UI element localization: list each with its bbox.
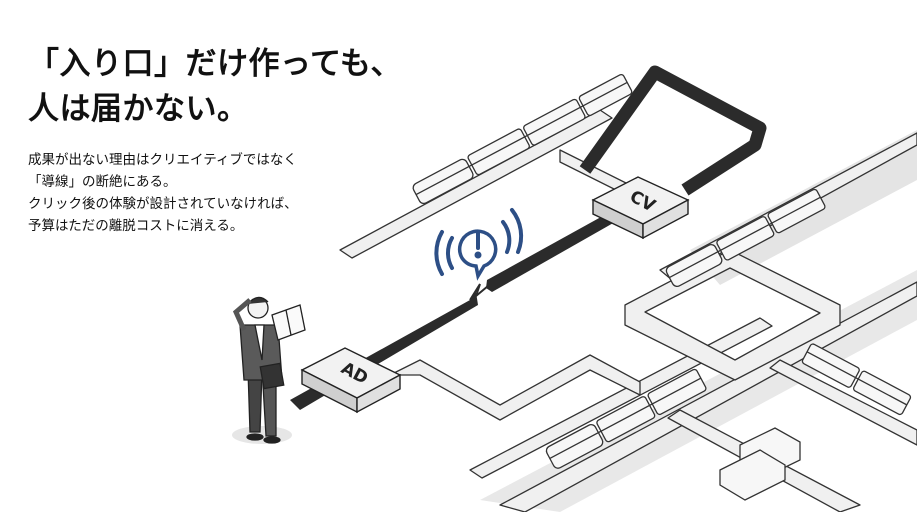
body-line-3: クリック後の体験が設計されていなければ、 bbox=[28, 196, 298, 212]
body-text: 成果が出ない理由はクリエイティブではなく 「導線」の断絶にある。 クリック後の体… bbox=[28, 149, 298, 237]
blocks bbox=[719, 427, 801, 501]
ad-station: AD bbox=[300, 347, 402, 414]
headline-line-1: 「入り口」だけ作っても、 bbox=[28, 46, 402, 82]
right-diagonal-track bbox=[769, 359, 917, 446]
train-upper bbox=[412, 73, 633, 205]
alert-exclamation-icon bbox=[434, 208, 524, 281]
dark-rail-segment-cv bbox=[486, 212, 615, 292]
briefcase bbox=[259, 362, 285, 390]
rail-break bbox=[469, 283, 489, 301]
train-bottom bbox=[545, 368, 707, 469]
bottom-track bbox=[499, 281, 917, 512]
body-line-1: 成果が出ない理由はクリエイティブではなく bbox=[28, 152, 297, 168]
headline: 「入り口」だけ作っても、 人は届かない。 bbox=[28, 42, 402, 132]
body-line-2: 「導線」の断絶にある。 bbox=[28, 174, 177, 190]
dark-rail-loop bbox=[579, 65, 767, 196]
train-lower-right bbox=[801, 343, 912, 416]
cv-station: CV bbox=[591, 176, 690, 240]
body-line-4: 予算はただの離脱コストに消える。 bbox=[28, 218, 244, 234]
confused-businessman bbox=[232, 296, 306, 444]
connector-track bbox=[389, 354, 641, 421]
train-right bbox=[665, 188, 826, 288]
headline-line-2: 人は届かない。 bbox=[28, 91, 249, 127]
